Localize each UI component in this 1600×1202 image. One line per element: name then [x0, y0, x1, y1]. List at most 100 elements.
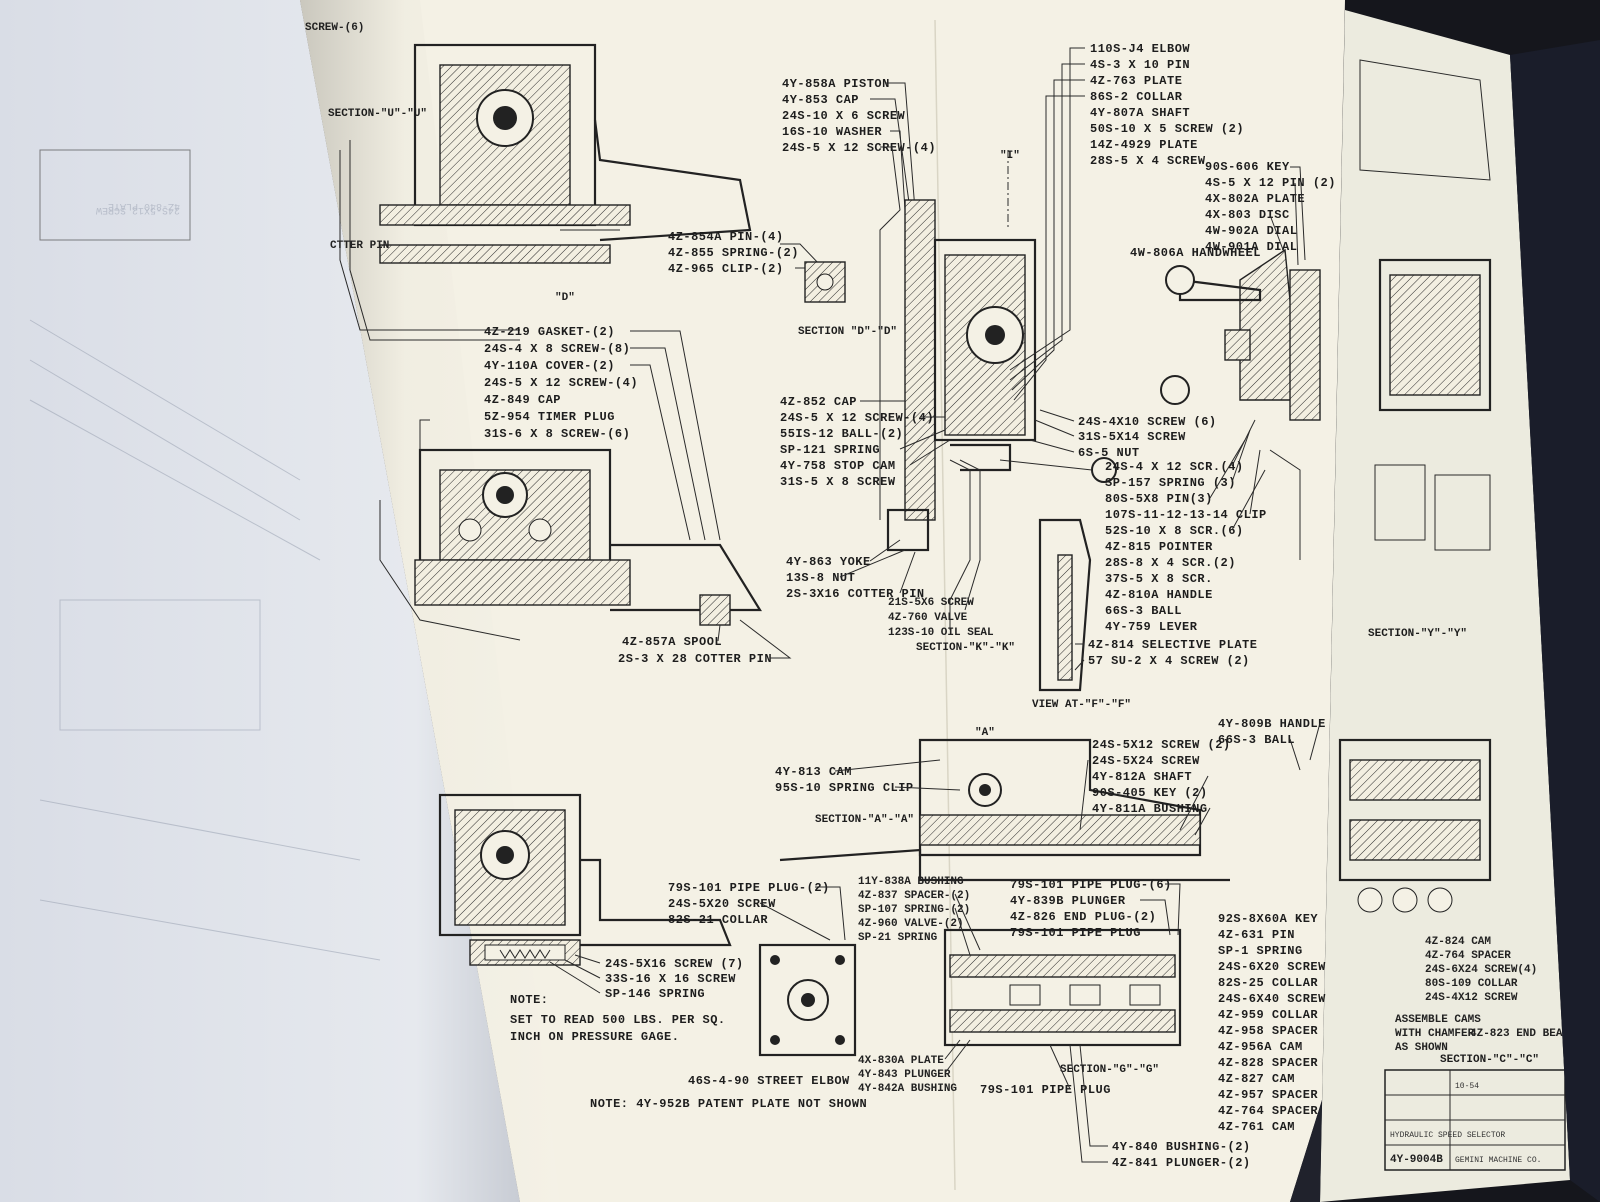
plunger-label-group: 79S-101 PIPE PLUG-(6) 4Y-839B PLUNGER 4Z…	[1010, 878, 1181, 940]
patent-note: NOTE: 4Y-952B PATENT PLATE NOT SHOWN	[590, 1097, 867, 1111]
label: 4Z-761 CAM	[1218, 1120, 1295, 1134]
label: 2S-3X16 COTTER PIN	[786, 587, 925, 601]
label: 4Z-854A PIN-(4)	[668, 230, 784, 244]
section-gg-title: SECTION-"G"-"G"	[1060, 1064, 1159, 1076]
left-fragment-label: CTTER PIN	[330, 240, 389, 252]
mid-screw-label-group: 24S-4X10 SCREW (6) 31S-5X14 SCREW 6S-5 N…	[1029, 409, 1216, 460]
label: 24S-4 X 8 SCREW-(8)	[484, 342, 630, 356]
label: SP-21 SPRING	[858, 932, 938, 944]
label: 4Z-810A HANDLE	[1105, 588, 1213, 602]
label: 4Y-759 LEVER	[1105, 620, 1198, 634]
label: 37S-5 X 8 SCR.	[1105, 572, 1213, 586]
label: 79S-101 PIPE PLUG	[980, 1083, 1111, 1097]
label: 4Y-839B PLUNGER	[1010, 894, 1126, 908]
bushing-label-group: 11Y-838A BUSHING 4Z-837 SPACER-(2) SP-10…	[858, 876, 981, 956]
label: 4Y-843 PLUNGER	[858, 1069, 951, 1081]
section-kk: 21S-5X6 SCREW 4Z-760 VALVE 123S-10 OIL S…	[888, 459, 1015, 654]
label: 24S-10 X 6 SCREW	[782, 109, 906, 123]
label: 14Z-4929 PLATE	[1090, 138, 1198, 152]
label: 4W-902A DIAL	[1205, 224, 1297, 238]
label: 4Z-815 POINTER	[1105, 540, 1213, 554]
label: 4Y-858A PISTON	[782, 77, 890, 91]
gasket-cover-label-group: 4Z-219 GASKET-(2) 24S-4 X 8 SCREW-(8) 4Y…	[419, 325, 721, 541]
fold-out-flap	[1320, 10, 1570, 1202]
label: 92S-8X60A KEY	[1218, 912, 1318, 926]
label: 4Z-857A SPOOL	[622, 635, 722, 649]
left-fragment-label: "D"	[555, 292, 575, 304]
label: 4Z-763 PLATE	[1090, 74, 1182, 88]
label: 4Y-853 CAP	[782, 93, 859, 107]
label: 24S-5 X 12 SCREW-(4)	[484, 376, 638, 390]
label: 80S-109 COLLAR	[1425, 978, 1518, 990]
label: 24S-6X40 SCREW	[1218, 992, 1326, 1006]
label: 24S-5X16 SCREW (7)	[605, 957, 744, 971]
label: 4Z-760 VALVE	[888, 612, 968, 624]
label: 4Z-824 CAM	[1425, 936, 1491, 948]
label: 86S-2 COLLAR	[1090, 90, 1183, 104]
label: 28S-8 X 4 SCR.(2)	[1105, 556, 1236, 570]
label: 82S-25 COLLAR	[1218, 976, 1318, 990]
label: 4Y-842A BUSHING	[858, 1083, 957, 1095]
assemble-note: AS SHOWN	[1395, 1042, 1448, 1054]
label: 4X-830A PLATE	[858, 1055, 944, 1067]
section-cc-title: SECTION-"C"-"C"	[1440, 1054, 1539, 1066]
right-flap-detail: SECTION-"Y"-"Y" 4Z-824 CAM 4Z-764 SPACER…	[1338, 59, 1589, 1066]
left-page-ghost-drawing: 4Z-840 PLATE 24S-5X12 SCREW	[29, 149, 381, 961]
label: 79S-101 PIPE PLUG	[1010, 926, 1141, 940]
label: 4Z-960 VALVE-(2)	[858, 918, 964, 930]
yoke-label-group: 4Y-863 YOKE 13S-8 NUT 2S-3X16 COTTER PIN	[786, 539, 925, 601]
section-kk-title: SECTION-"K"-"K"	[916, 642, 1015, 654]
label: 4Z-764 SPACER	[1218, 1104, 1318, 1118]
title-block-company: GEMINI MACHINE CO.	[1455, 1156, 1541, 1165]
label: 4X-803 DISC	[1205, 208, 1290, 222]
mid-left-section	[379, 448, 762, 641]
section-uu-title: SECTION-"U"-"U"	[328, 108, 427, 120]
label: 4Z-855 SPRING-(2)	[668, 246, 799, 260]
section-aa-title: SECTION-"A"-"A"	[815, 814, 914, 826]
label: 4Z-826 END PLUG-(2)	[1010, 910, 1156, 924]
label: 66S-3 BALL	[1218, 733, 1295, 747]
lower-left-section	[438, 793, 732, 966]
label: 4Z-841 PLUNGER-(2)	[1112, 1156, 1251, 1170]
label: 4Z-631 PIN	[1218, 928, 1295, 942]
assemble-note: ASSEMBLE CAMS	[1395, 1014, 1481, 1026]
view-ff: 4Z-814 SELECTIVE PLATE 57 SU-2 X 4 SCREW…	[1032, 518, 1257, 711]
pipe-plug-label-group: 79S-101 PIPE PLUG-(2) 24S-5X20 SCREW 82S…	[668, 881, 846, 941]
label: SP-1 SPRING	[1218, 944, 1303, 958]
label: 24S-4X12 SCREW	[1425, 992, 1518, 1004]
label: 4Z-849 CAP	[484, 393, 561, 407]
view-ff-title: VIEW AT-"F"-"F"	[1032, 699, 1131, 711]
svg-text:24S-5X12 SCREW: 24S-5X12 SCREW	[96, 204, 180, 215]
label: 107S-11-12-13-14 CLIP	[1105, 508, 1267, 522]
label: 90S-405 KEY (2)	[1092, 786, 1208, 800]
top-left-section: SCREW-(6) SECTION-"U"-"U" CTTER PIN "D"	[305, 22, 752, 341]
label: 24S-5 X 12 SCREW-(4)	[780, 411, 934, 425]
label: 4Z-852 CAP	[780, 395, 857, 409]
svg-text:4Z-840 PLATE: 4Z-840 PLATE	[108, 200, 180, 211]
label: 4W-901A DIAL	[1205, 240, 1297, 254]
title-block-code: 10-54	[1455, 1082, 1479, 1091]
label: 52S-10 X 8 SCR.(6)	[1105, 524, 1244, 538]
key-cam-label-group: 92S-8X60A KEY 4Z-631 PIN SP-1 SPRING 24S…	[1218, 912, 1326, 1134]
label: 4Y-813 CAM	[775, 765, 852, 779]
label: 79S-101 PIPE PLUG-(6)	[1010, 878, 1172, 892]
label: 24S-5X20 SCREW	[668, 897, 776, 911]
label: 57 SU-2 X 4 SCREW (2)	[1088, 654, 1250, 668]
label: 4Y-840 BUSHING-(2)	[1112, 1140, 1251, 1154]
label: 4Y-110A COVER-(2)	[484, 359, 615, 373]
section-yy-title: SECTION-"Y"-"Y"	[1368, 628, 1467, 640]
label: 6S-5 NUT	[1078, 446, 1140, 460]
section-gg: SECTION-"G"-"G" 79S-101 PIPE PLUG	[943, 928, 1182, 1097]
title-block: 10-54 HYDRAULIC SPEED SELECTOR GEMINI MA…	[1384, 1069, 1566, 1171]
title-block-part-number: 4Y-9004B	[1390, 1154, 1443, 1166]
label: 13S-8 NUT	[786, 571, 855, 585]
label: 4Y-811A BUSHING	[1092, 802, 1208, 816]
assemble-note: WITH CHAMFER	[1395, 1028, 1475, 1040]
label: 24S-4 X 12 SCR.(4)	[1105, 460, 1244, 474]
label: 31S-5X14 SCREW	[1078, 430, 1186, 444]
section-dd-title: SECTION "D"-"D"	[798, 326, 897, 338]
label: 5Z-954 TIMER PLUG	[484, 410, 615, 424]
label: 4Z-827 CAM	[1218, 1072, 1295, 1086]
